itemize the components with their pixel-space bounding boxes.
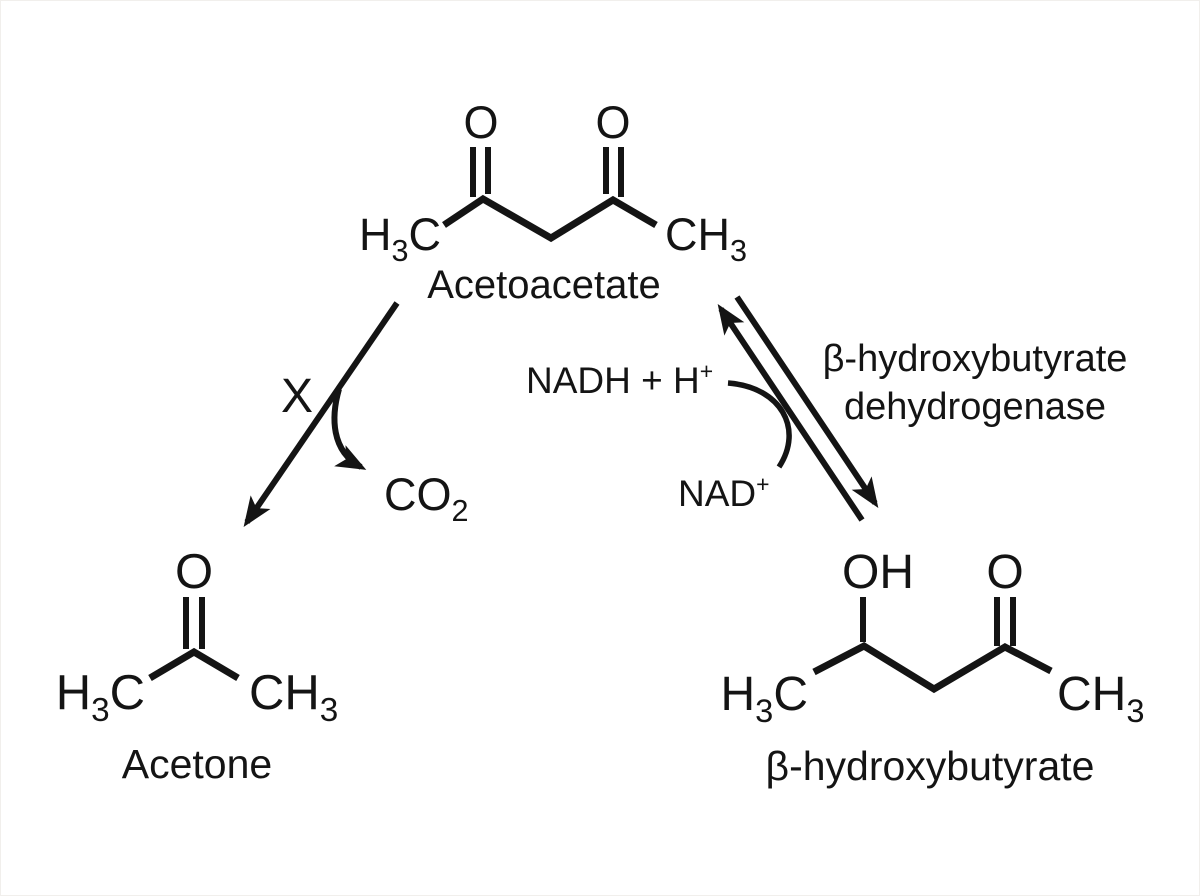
- reduction-branch: NADH + H+ NAD+ β-hydroxybutyrate dehydro…: [526, 295, 1128, 522]
- methyl-label: H3C: [359, 209, 441, 268]
- co2-release-arrow: [331, 388, 367, 470]
- beta-hydroxybutyrate-structure: OH O H3C CH3 β-hydroxybutyrate: [721, 546, 1145, 789]
- blocked-x-label: X: [281, 370, 313, 423]
- oxygen-label: O: [595, 97, 630, 148]
- carbon-chain-bond: [442, 194, 658, 243]
- reversible-arrow-down: [734, 295, 879, 508]
- decarboxylation-branch: X CO2: [243, 301, 469, 528]
- molecule-name-beta-hydroxybutyrate: β-hydroxybutyrate: [766, 743, 1095, 789]
- carbon-chain-bond: [812, 641, 1053, 694]
- oxygen-label: O: [175, 545, 213, 599]
- methyl-label: H3C: [56, 666, 145, 729]
- co2-label: CO2: [384, 469, 469, 528]
- hydroxyl-label: OH: [842, 546, 914, 599]
- acetone-structure: O H3C CH3 Acetone: [56, 545, 339, 787]
- nadh-label: NADH + H+: [526, 358, 713, 401]
- reaction-arrow-to-acetone: [243, 301, 400, 527]
- enzyme-name-line2: dehydrogenase: [844, 386, 1106, 428]
- cofactor-arc: [727, 380, 792, 469]
- methyl-label: CH3: [249, 666, 338, 729]
- oxygen-label: O: [463, 97, 498, 148]
- molecule-name-acetone: Acetone: [122, 741, 272, 787]
- methyl-label: CH3: [665, 209, 747, 268]
- molecule-name-acetoacetate: Acetoacetate: [427, 263, 661, 307]
- enzyme-name-line1: β-hydroxybutyrate: [823, 338, 1128, 380]
- oxygen-label: O: [986, 546, 1023, 599]
- methyl-label: CH3: [1057, 668, 1144, 729]
- methyl-label: H3C: [721, 668, 809, 729]
- acetoacetate-structure: O O H3C CH3 Acetoacetate: [359, 97, 747, 307]
- reversible-arrow-up: [717, 304, 865, 522]
- nad-label: NAD+: [678, 471, 770, 514]
- carbon-chain-bond: [148, 647, 240, 682]
